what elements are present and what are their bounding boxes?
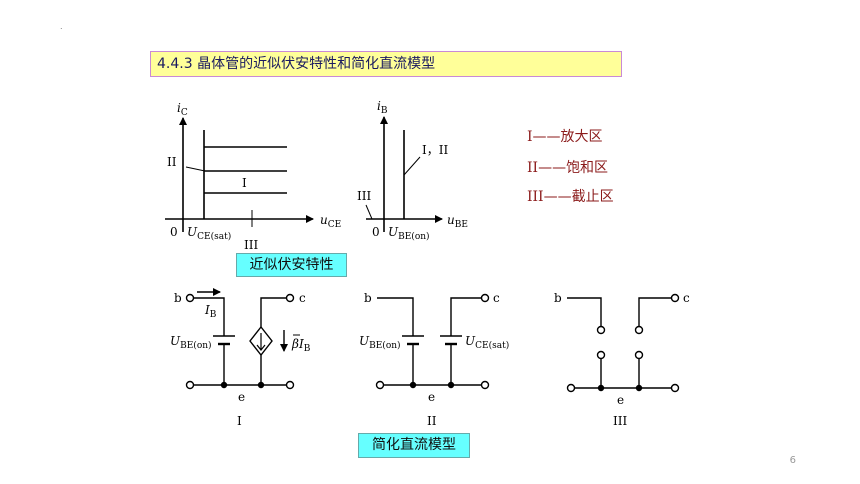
region-II-label: II [167,155,177,169]
b-label: b [554,291,562,305]
region-I-II-label: I，II [422,143,448,157]
characteristics-caption: 近似伏安特性 [236,253,347,277]
uce-sat-label: UCE(sat) [187,225,231,242]
circuit-III-caption: III [613,414,627,428]
region-III-label: III [357,189,371,203]
legend-item-cutoff: III——截止区 [527,189,614,205]
uce-label: uCE [320,213,341,230]
corner-marker: . [60,22,63,31]
c-label: c [299,291,306,305]
ib-label: IB [204,303,217,320]
input-characteristic-graph [365,116,443,232]
beta-ib-label: βIB [291,337,311,354]
e-label: e [617,393,624,407]
e-label: e [238,390,245,404]
circuit-I-caption: I [237,414,242,428]
leader-III [365,204,373,220]
c-label: c [683,291,690,305]
circuit-I-model [185,288,295,390]
b-label: b [174,291,182,305]
origin-label: 0 [170,225,178,239]
circuit-III-model [566,293,680,393]
ube-on-label: UBE(on) [388,225,430,242]
ube-on-label: UBE(on) [170,334,212,351]
terminal-c [285,293,295,303]
leader-II [185,166,206,172]
region-I-label: I [242,176,247,190]
c-label: c [493,291,500,305]
uce-sat-label: UCE(sat) [465,334,509,351]
b-label: b [364,291,372,305]
ube-on-label: UBE(on) [359,334,401,351]
legend-item-active: I——放大区 [527,129,603,145]
ube-label: uBE [447,213,468,230]
region-III-label: III [244,238,258,252]
terminal-b [185,293,195,303]
origin-label: 0 [372,225,380,239]
circuit-II-model [375,293,490,390]
output-characteristic-graph [165,117,314,232]
slide-title: 4.4.3 晶体管的近似伏安特性和简化直流模型 [150,51,622,77]
ib-label: iB [377,99,388,116]
models-caption: 简化直流模型 [358,433,470,458]
e-label: e [428,390,435,404]
legend-item-saturation: II——饱和区 [527,160,609,176]
circuit-II-caption: II [427,414,437,428]
page-number: 6 [789,455,796,466]
ic-label: iC [177,101,188,118]
leader-I-II [403,156,421,176]
